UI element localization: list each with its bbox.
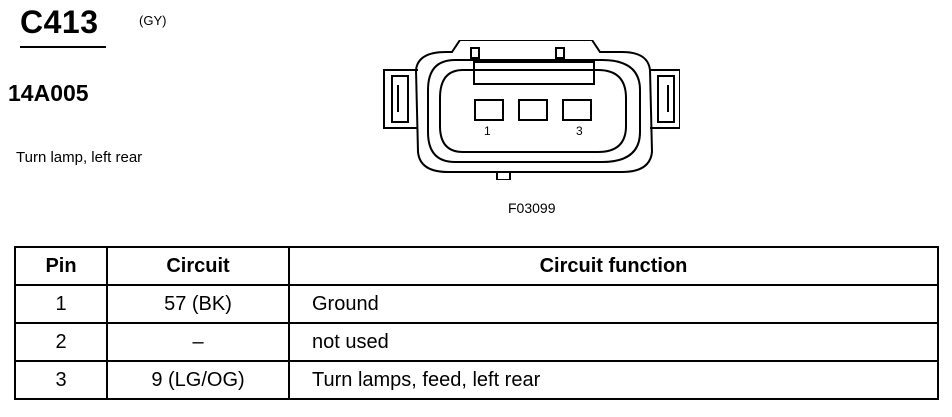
- connector-outer-shell: [414, 40, 654, 173]
- table-row: 1 57 (BK) Ground: [14, 284, 939, 324]
- header-circuit: Circuit: [106, 246, 290, 286]
- table-row: 2 – not used: [14, 322, 939, 362]
- connector-description: Turn lamp, left rear: [16, 149, 143, 166]
- cell-pin: 1: [14, 284, 108, 324]
- table-row: 3 9 (LG/OG) Turn lamps, feed, left rear: [14, 360, 939, 400]
- connector-inner-rim: [427, 59, 641, 163]
- top-key-left: [470, 47, 480, 59]
- connector-face-diagram: 1 3: [383, 40, 680, 180]
- pin-label-3: 3: [576, 124, 583, 138]
- header-pin: Pin: [14, 246, 108, 286]
- table-header-row: Pin Circuit Circuit function: [14, 246, 939, 286]
- pin-label-1: 1: [484, 124, 491, 138]
- connector-id-underline: [20, 46, 106, 48]
- cell-function: Ground: [288, 284, 939, 324]
- connector-id: C413: [20, 4, 99, 40]
- left-latch: [383, 69, 418, 129]
- pin-table: Pin Circuit Circuit function 1 57 (BK) G…: [14, 246, 939, 400]
- pin-cavity-2: [518, 99, 548, 121]
- keyway-slot: [473, 61, 595, 85]
- right-latch: [650, 69, 680, 129]
- cell-circuit: –: [106, 322, 290, 362]
- cell-pin: 2: [14, 322, 108, 362]
- bottom-tab: [496, 172, 511, 180]
- connector-color-code: (GY): [139, 13, 167, 28]
- header-circuit-function: Circuit function: [288, 246, 939, 286]
- pin-cavity-3: [562, 99, 592, 121]
- figure-id: F03099: [508, 200, 556, 216]
- cell-function: not used: [288, 322, 939, 362]
- cell-function: Turn lamps, feed, left rear: [288, 360, 939, 400]
- cell-circuit: 9 (LG/OG): [106, 360, 290, 400]
- top-key-right: [555, 47, 565, 59]
- part-number: 14A005: [8, 80, 89, 106]
- pin-cavity-1: [474, 99, 504, 121]
- connector-face: [439, 69, 627, 153]
- cell-circuit: 57 (BK): [106, 284, 290, 324]
- cell-pin: 3: [14, 360, 108, 400]
